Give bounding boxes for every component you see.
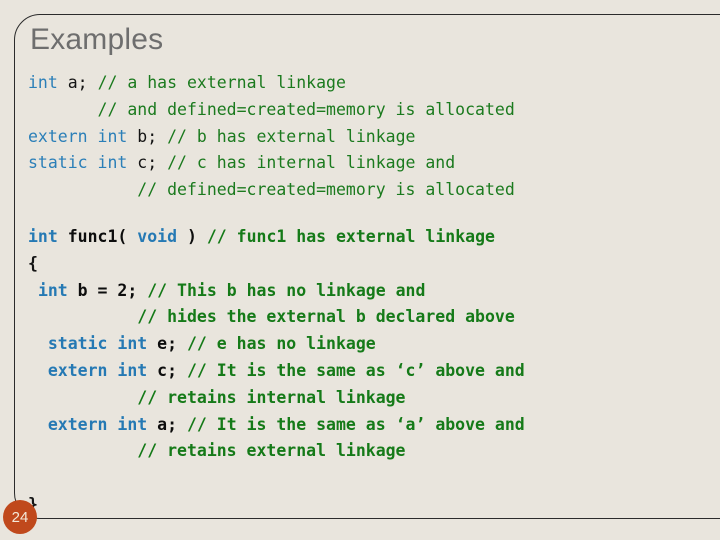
- code-token-id: [28, 361, 48, 380]
- code-token-kw: extern int: [28, 126, 128, 146]
- code-token-id: b = 2;: [67, 280, 148, 300]
- code-line: extern int a; // It is the same as ‘a’ a…: [28, 412, 708, 439]
- code-token-id: e;: [147, 334, 187, 354]
- code-line: // defined=created=memory is allocated: [28, 177, 708, 204]
- page-number-badge: 24: [3, 500, 37, 534]
- code-token-cm: // b has external linkage: [167, 126, 416, 146]
- code-token-kw: int: [37, 280, 68, 300]
- code-line: // hides the external b declared above: [28, 304, 708, 331]
- code-line: // retains external linkage: [28, 438, 708, 465]
- page-title: Examples: [30, 23, 164, 56]
- code-token-cm: // defined=created=memory is allocated: [137, 180, 515, 200]
- code-token-id: a;: [147, 414, 187, 434]
- code-token-id: ): [177, 226, 207, 246]
- code-token-id: [28, 307, 137, 326]
- code-line: // and defined=created=memory is allocat…: [28, 97, 708, 124]
- code-line: // retains internal linkage: [28, 385, 708, 412]
- code-line: int a; // a has external linkage: [28, 70, 708, 97]
- code-token-id: func1(: [57, 226, 138, 246]
- code-token-kw: int: [28, 226, 58, 246]
- code-token-pn: }: [28, 494, 38, 514]
- code-token-cm: // hides the external b declared above: [137, 307, 515, 327]
- code-token-kw: static int: [47, 334, 148, 354]
- code-line: [28, 465, 708, 492]
- code-line: {: [28, 251, 708, 278]
- code-token-id: [28, 415, 48, 434]
- code-token-id: [28, 441, 137, 460]
- code-block-separator: [28, 204, 708, 224]
- code-line: extern int c; // It is the same as ‘c’ a…: [28, 358, 708, 385]
- code-token-id: c;: [127, 153, 168, 173]
- code-block-func1-definition: int func1( void ) // func1 has external …: [28, 224, 708, 519]
- code-line: extern int b; // b has external linkage: [28, 124, 708, 151]
- code-token-id: c;: [147, 360, 187, 380]
- code-token-cm: // retains external linkage: [137, 441, 406, 461]
- code-token-cm: // retains internal linkage: [137, 387, 406, 407]
- code-token-id: [28, 180, 137, 199]
- code-token-kw: static int: [28, 153, 128, 173]
- code-line: static int c; // c has internal linkage …: [28, 150, 708, 177]
- code-token-cm: // It is the same as ‘c’ above and: [186, 360, 525, 380]
- code-token-cm: // c has internal linkage and: [167, 153, 456, 173]
- code-line: static int e; // e has no linkage: [28, 331, 708, 358]
- code-line: int func1( void ) // func1 has external …: [28, 224, 708, 251]
- code-token-id: [28, 334, 48, 353]
- code-token-kw: int: [28, 73, 58, 92]
- code-token-kw: void: [137, 226, 178, 246]
- code-block-file-scope-declarations: int a; // a has external linkage // and …: [28, 70, 708, 204]
- code-listing: int a; // a has external linkage // and …: [28, 70, 708, 519]
- code-token-id: a;: [57, 73, 98, 92]
- code-token-id: b;: [127, 126, 168, 146]
- code-token-cm: // This b has no linkage and: [147, 280, 426, 300]
- code-token-kw: extern int: [47, 414, 148, 434]
- code-token-cm: // func1 has external linkage: [206, 226, 495, 246]
- code-token-id: [28, 388, 137, 407]
- code-line: }: [28, 492, 708, 519]
- code-token-cm: // e has no linkage: [186, 334, 376, 354]
- code-token-kw: extern int: [47, 360, 148, 380]
- code-token-id: [28, 281, 38, 300]
- code-token-cm: // a has external linkage: [97, 73, 346, 92]
- code-token-cm: // It is the same as ‘a’ above and: [186, 414, 525, 434]
- code-token-cm: // and defined=created=memory is allocat…: [97, 99, 515, 119]
- code-token-pn: {: [28, 253, 38, 273]
- code-token-id: [28, 100, 98, 119]
- code-line: int b = 2; // This b has no linkage and: [28, 278, 708, 305]
